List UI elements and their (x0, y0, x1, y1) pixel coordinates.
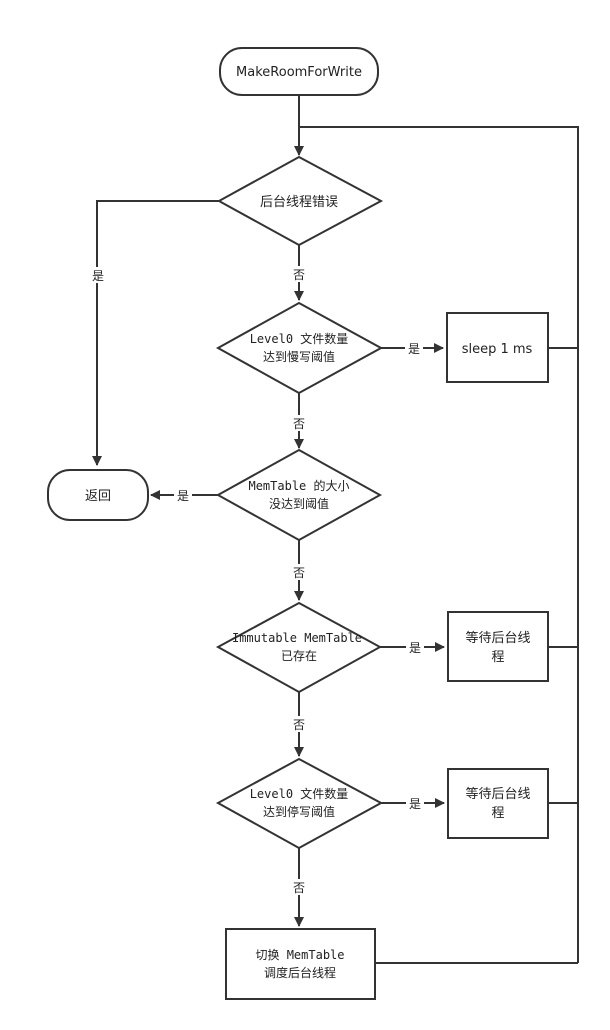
switch-label-line1: 切换 MemTable (255, 948, 344, 962)
label-yes-d1: 是 (92, 269, 104, 283)
node-immutable-exists-decision: Immutable MemTable 已存在 (215, 601, 383, 694)
wait1-label-line2: 程 (491, 650, 504, 665)
edge-d1-to-return (92, 200, 219, 466)
node-sleep: sleep 1 ms (446, 312, 549, 383)
d2-label-line2: 达到慢写阈值 (263, 349, 335, 364)
label-no-d3: 否 (293, 566, 305, 580)
node-wait-background-2: 等待后台线 程 (447, 768, 549, 839)
node-background-error-decision: 后台线程错误 (216, 155, 384, 247)
d4-label-line2: 已存在 (281, 649, 317, 663)
loop-back-line (299, 126, 579, 963)
d5-label-line1: Level0 文件数量 (250, 786, 349, 801)
wait1-label-line1: 等待后台线 (465, 630, 530, 646)
node-memtable-size-decision: MemTable 的大小 没达到阈值 (215, 448, 383, 542)
label-no-d5: 否 (293, 881, 305, 895)
node-level0-slowdown-decision: Level0 文件数量 达到慢写阈值 (215, 301, 384, 395)
node-return: 返回 (47, 469, 149, 521)
d5-label-line2: 达到停写阈值 (263, 804, 335, 819)
label-no-d2: 否 (293, 417, 305, 431)
edge-labels: 是 否 是 否 是 否 是 否 是 否 (90, 266, 424, 895)
switch-label-line2: 调度后台线程 (264, 965, 336, 980)
d2-label-line1: Level0 文件数量 (250, 331, 349, 346)
sleep-label: sleep 1 ms (462, 342, 533, 357)
d3-label-line1: MemTable 的大小 (248, 478, 349, 493)
return-label: 返回 (85, 489, 111, 504)
label-yes-d2: 是 (408, 342, 420, 356)
label-yes-d3: 是 (177, 489, 189, 503)
d1-label: 后台线程错误 (260, 195, 338, 210)
node-start: MakeRoomForWrite (219, 47, 379, 96)
wait2-label-line1: 等待后台线 (465, 786, 530, 802)
d4-label-line1: Immutable MemTable (232, 631, 362, 645)
label-no-d1: 否 (293, 268, 305, 282)
node-switch-memtable: 切换 MemTable 调度后台线程 (225, 928, 376, 1000)
d3-label-line2: 没达到阈值 (269, 496, 329, 511)
label-yes-d4: 是 (409, 641, 421, 655)
start-label: MakeRoomForWrite (236, 65, 362, 80)
label-no-d4: 否 (293, 718, 305, 732)
wait2-label-line2: 程 (491, 806, 504, 821)
node-level0-stop-decision: Level0 文件数量 达到停写阈值 (215, 757, 384, 850)
label-yes-d5: 是 (409, 797, 421, 811)
node-wait-background-1: 等待后台线 程 (447, 611, 549, 682)
